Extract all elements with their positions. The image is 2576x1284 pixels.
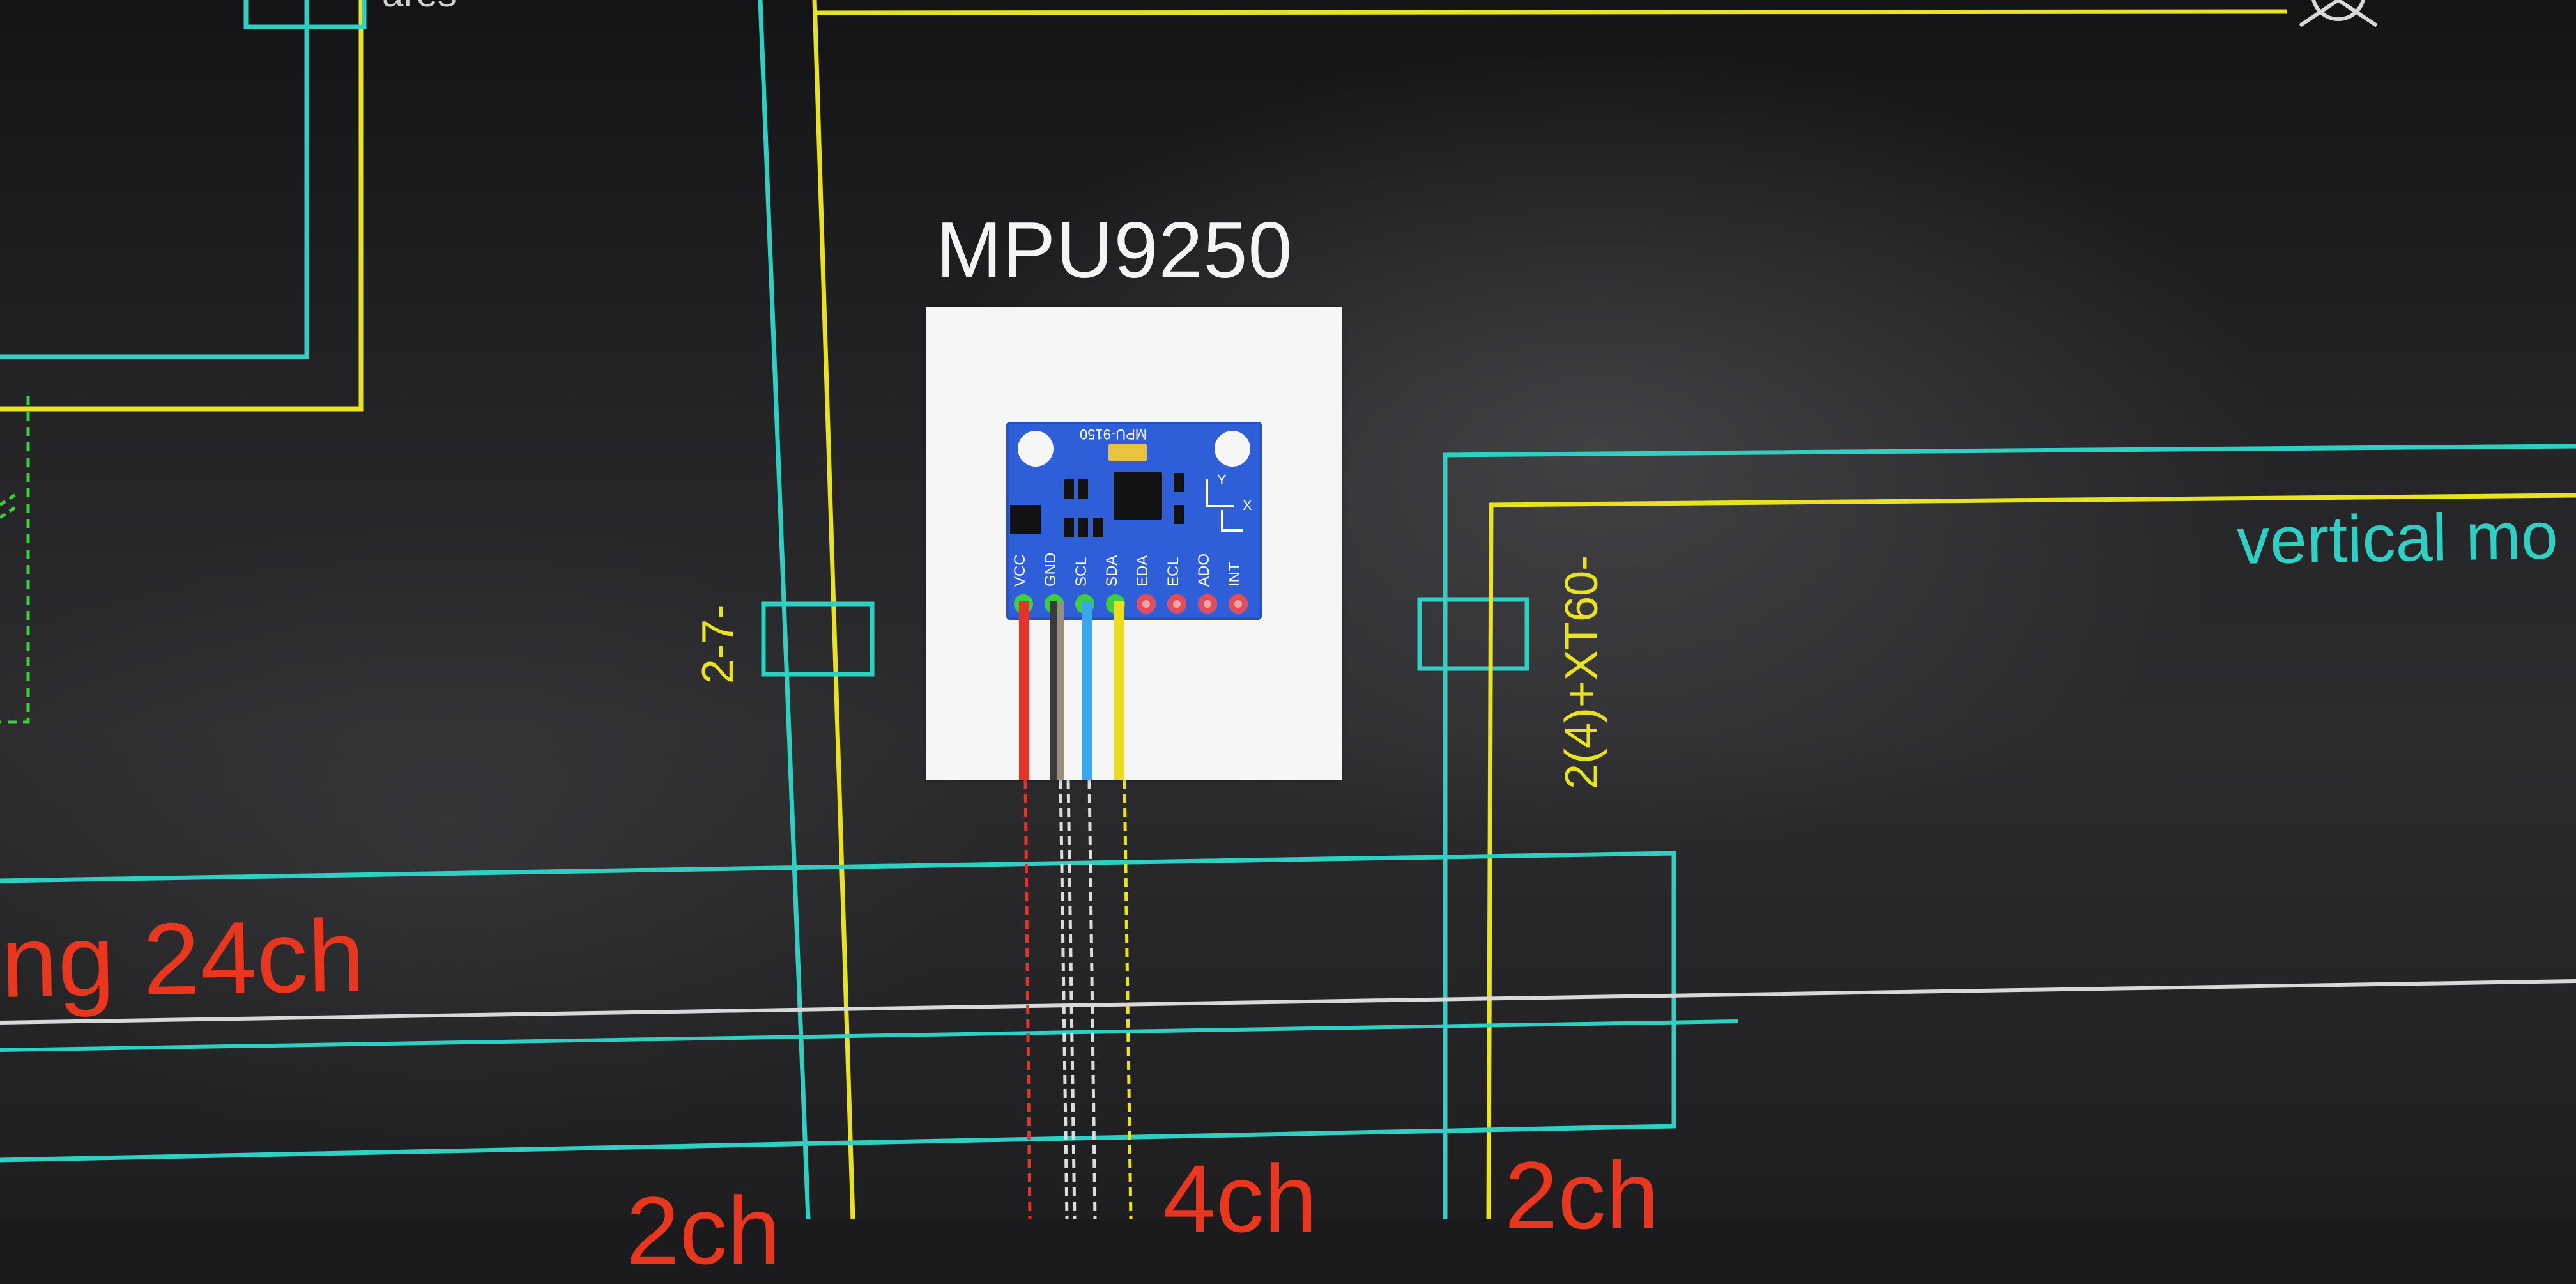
channels-4-label: 4ch — [1163, 1145, 1317, 1252]
axis-arrows-icon-2 — [1221, 510, 1243, 532]
smd-part-7 — [1174, 505, 1184, 524]
axis-y-label: Y — [1217, 472, 1227, 488]
top-left-partial-text: ares — [382, 0, 457, 13]
right-connector-label: 2(4)+XT60- — [1556, 555, 1607, 789]
vertical-mode-label: vertical mo — [2235, 499, 2559, 578]
teal-vertical-1 — [758, 0, 811, 1220]
pad-ecl — [1167, 594, 1186, 614]
partial-symbol-icon — [2299, 0, 2378, 27]
smd-part-3 — [1064, 518, 1074, 537]
crystal-component — [1108, 444, 1147, 461]
wire-vcc — [1019, 601, 1029, 780]
mounting-hole-right — [1215, 431, 1250, 467]
pin-label-sda: SDA — [1103, 555, 1121, 587]
pcb-board: MPU-9150 Y X VCC GND SCL SDA EDA ECL ADO… — [1006, 422, 1262, 620]
pad-ado — [1198, 594, 1217, 614]
axis-arrows-icon — [1206, 479, 1234, 507]
wire-gnd — [1050, 601, 1057, 780]
teal-lower-frame — [0, 851, 1676, 1163]
yellow-top-rail — [814, 9, 2288, 15]
pin-label-scl: SCL — [1073, 557, 1090, 587]
pin-label-int: INT — [1226, 562, 1243, 587]
partial-circle-icon — [2312, 0, 2365, 21]
channels-2-label: 2ch — [1505, 1141, 1659, 1249]
wire-scl — [1082, 601, 1092, 780]
mpu-module-image: MPU-9150 Y X VCC GND SCL SDA EDA ECL ADO… — [926, 307, 1342, 780]
channels-24-label: ng 24ch — [0, 898, 366, 1019]
pin-label-ado: ADO — [1195, 553, 1213, 587]
gnd-signal-dashed — [1059, 779, 1069, 1220]
white-gray-line — [0, 979, 2576, 1025]
teal-lower-line — [0, 1019, 1738, 1052]
smd-part-4 — [1078, 518, 1088, 537]
pin-label-gnd: GND — [1042, 552, 1059, 587]
yellow-vertical-1 — [812, 0, 855, 1220]
pin-label-vcc: VCC — [1011, 554, 1029, 587]
smd-part-1 — [1064, 479, 1074, 499]
mounting-hole-left — [1018, 431, 1054, 467]
yellow-wire-left-block — [0, 0, 364, 412]
left-connector-box — [761, 601, 875, 677]
regulator-chip — [1010, 505, 1041, 534]
channels-partial-label: 2ch — [626, 1177, 781, 1284]
left-connector-label: 2-7- — [693, 604, 742, 684]
schematic-wiring — [0, 0, 2576, 1220]
yellow-wire-right — [1486, 493, 2576, 1220]
imu-chip — [1114, 472, 1162, 520]
module-title: MPU9250 — [936, 206, 1293, 295]
green-dashed-wire — [0, 396, 30, 724]
smd-part-6 — [1174, 473, 1184, 492]
axis-x-label: X — [1243, 497, 1252, 513]
wire-gnd-2 — [1057, 601, 1064, 780]
pad-eda — [1137, 594, 1156, 614]
wire-sda — [1114, 601, 1124, 780]
top-left-connector-box — [243, 0, 367, 29]
pin-label-ecl: ECL — [1165, 557, 1182, 587]
board-label: MPU-9150 — [1080, 426, 1147, 442]
sda-signal-dashed — [1123, 779, 1133, 1220]
pin-label-eda: EDA — [1134, 555, 1151, 587]
smd-part-2 — [1078, 479, 1088, 499]
right-connector-box — [1417, 597, 1529, 671]
smd-part-5 — [1093, 518, 1103, 537]
pad-int — [1229, 594, 1248, 614]
vcc-signal-dashed — [1023, 779, 1032, 1220]
teal-wire-left-block — [0, 0, 309, 359]
green-dashed-branch — [0, 490, 20, 520]
scl-signal-dashed — [1087, 779, 1097, 1220]
teal-wire-right — [1443, 444, 2576, 1219]
gnd2-signal-dashed — [1066, 779, 1077, 1220]
